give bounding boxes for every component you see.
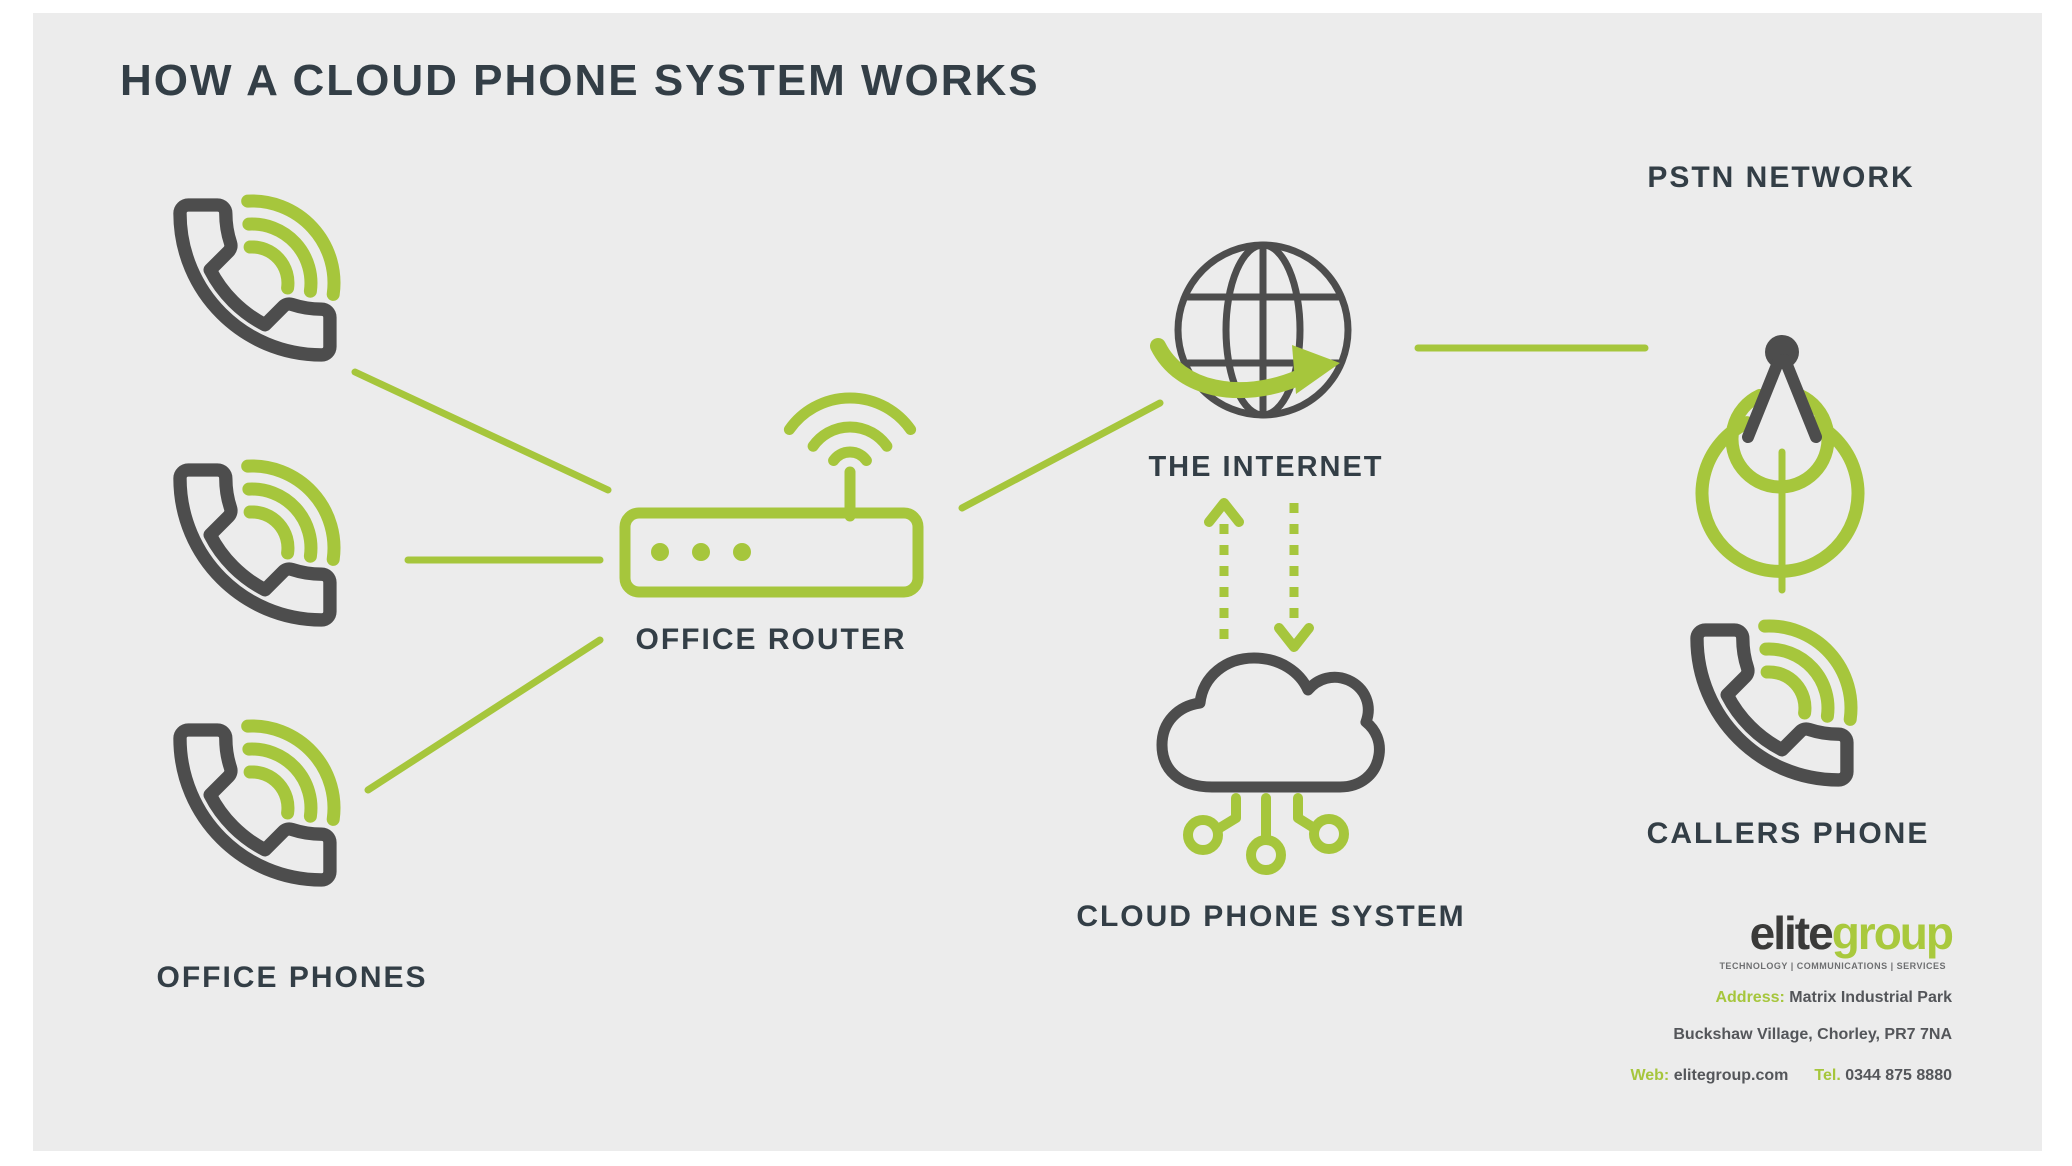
edge-phone1-router <box>351 368 612 494</box>
web-value: elitegroup.com <box>1673 1067 1789 1084</box>
office-phone-icon <box>180 466 334 620</box>
globe-arrow-icon <box>1150 338 1340 399</box>
upload-arrow-icon <box>1204 498 1244 648</box>
cloud-icon <box>1156 652 1385 875</box>
elitegroup-logo: elitegroup <box>1630 907 1954 959</box>
pstn-network-label: PSTN NETWORK <box>1647 161 1915 194</box>
download-arrow-icon <box>1274 503 1314 652</box>
edge-router-internet <box>958 399 1164 512</box>
office-phone-icon <box>180 201 334 355</box>
office-phones-label: OFFICE PHONES <box>156 961 428 994</box>
logo-elite-text: elite <box>1749 907 1834 959</box>
router-wifi-icon <box>783 392 917 466</box>
callers-phone-label: CALLERS PHONE <box>1646 817 1930 850</box>
tel-label: Tel. <box>1814 1067 1841 1084</box>
web-label: Web: <box>1630 1067 1670 1084</box>
address-line-1: Address: Matrix Industrial Park <box>1630 987 1952 1008</box>
pstn-antenna-icon <box>1695 335 1865 578</box>
address-value: Matrix Industrial Park <box>1789 989 1952 1006</box>
internet-globe-icon <box>1150 241 1352 419</box>
office-router-label: OFFICE ROUTER <box>635 623 907 656</box>
logo-group-text: group <box>1831 907 1954 959</box>
diagram-canvas <box>33 13 2042 1151</box>
cloud-phone-system-label: CLOUD PHONE SYSTEM <box>1076 900 1466 933</box>
the-internet-label: THE INTERNET <box>1148 451 1384 483</box>
connector-lines <box>351 344 1786 794</box>
tel-value: 0344 875 8880 <box>1845 1067 1952 1084</box>
logo-tagline: TECHNOLOGY | COMMUNICATIONS | SERVICES <box>1719 961 1946 971</box>
address-label: Address: <box>1715 989 1785 1006</box>
address-line-2: Buckshaw Village, Chorley, PR7 7NA <box>1673 1026 1952 1043</box>
cloud-network-nodes-icon <box>1183 793 1349 875</box>
company-footer: elitegroup TECHNOLOGY | COMMUNICATIONS |… <box>1630 907 1954 1085</box>
page-title: HOW A CLOUD PHONE SYSTEM WORKS <box>120 56 1040 105</box>
web-tel-line: Web: elitegroup.com Tel. 0344 875 8880 <box>1630 1067 1952 1085</box>
callers-phone-icon <box>1697 626 1851 780</box>
edge-phone3-router <box>364 636 604 794</box>
office-phone-icon <box>180 726 334 880</box>
router-icon <box>619 392 924 598</box>
